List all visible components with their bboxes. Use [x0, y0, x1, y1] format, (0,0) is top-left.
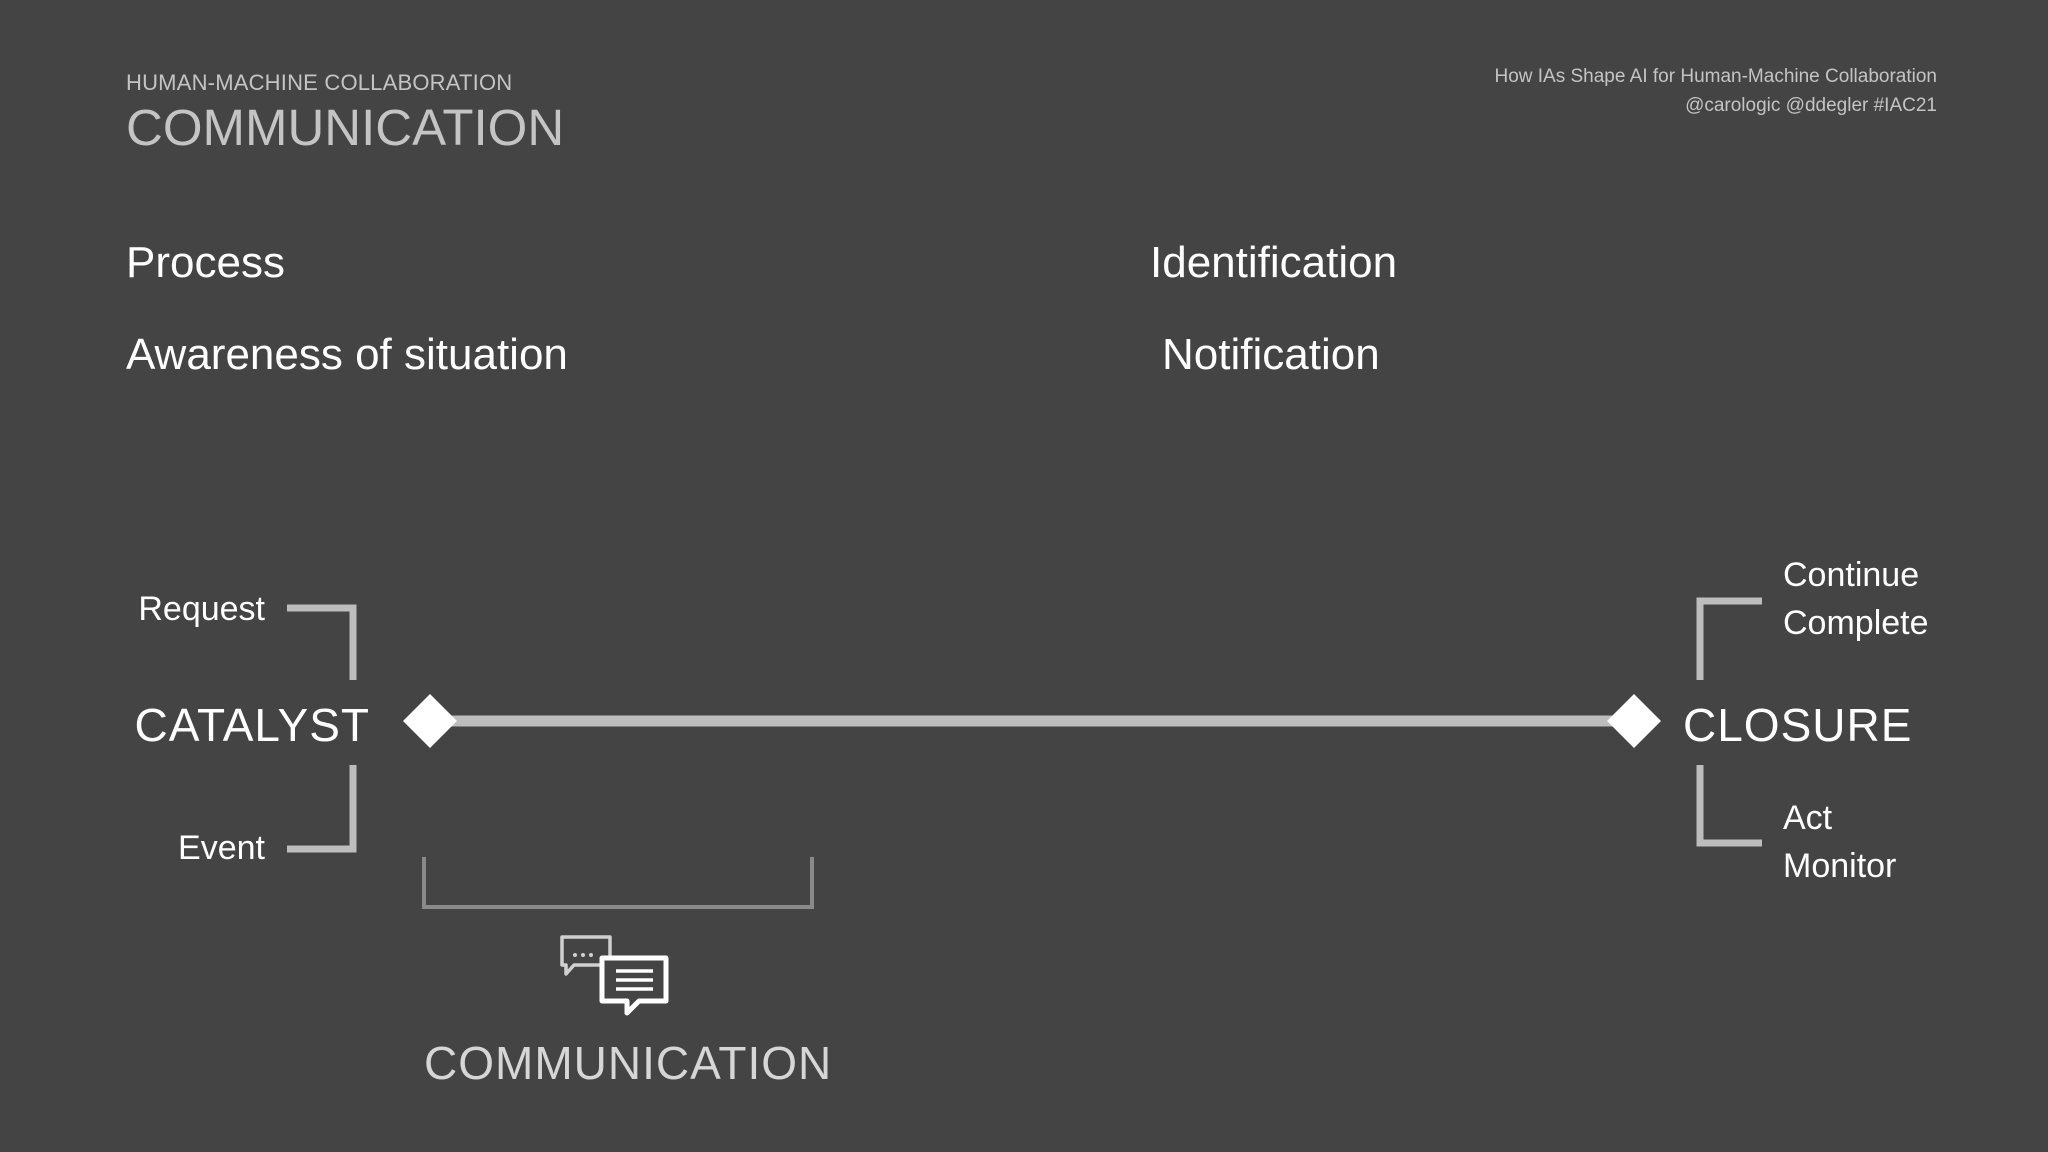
left-line-1: Process — [126, 238, 285, 287]
closure-complete-label: Complete — [1783, 604, 1929, 642]
closure-bottom-bracket — [1696, 765, 1762, 847]
closure-label: CLOSURE — [1683, 699, 1913, 751]
catalyst-event-label: Event — [178, 829, 265, 867]
talk-handles: @carologic @ddegler #IAC21 — [1685, 95, 1937, 116]
catalyst-request-label: Request — [138, 590, 265, 628]
start-diamond — [403, 694, 457, 748]
slide-kicker: HUMAN-MACHINE COLLABORATION — [126, 70, 513, 95]
chat-bubbles-icon — [560, 935, 669, 1016]
closure-continue-label: Continue — [1783, 556, 1920, 594]
closure-top-bracket — [1696, 597, 1762, 680]
closure-act-label: Act — [1783, 799, 1833, 837]
talk-info: How IAs Shape AI for Human-Machine Colla… — [1494, 62, 1937, 120]
catalyst-bottom-bracket — [287, 765, 357, 853]
catalyst-top-bracket — [287, 604, 357, 680]
end-diamond — [1607, 694, 1661, 748]
left-line-2: Awareness of situation — [126, 330, 568, 379]
right-line-1: Identification — [1150, 238, 1398, 287]
talk-title: How IAs Shape AI for Human-Machine Colla… — [1494, 66, 1937, 87]
communication-span-label: COMMUNICATION — [424, 1037, 833, 1089]
communication-span-bracket — [422, 857, 814, 909]
closure-monitor-label: Monitor — [1783, 847, 1897, 885]
slide-title: COMMUNICATION — [126, 99, 565, 156]
catalyst-label: CATALYST — [134, 699, 370, 751]
right-line-2: Notification — [1162, 330, 1380, 379]
